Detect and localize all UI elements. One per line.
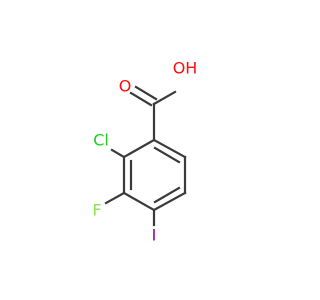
structure-canvas: O OH Cl F I <box>92 58 198 245</box>
atom-iodine: I <box>152 226 157 245</box>
atom-hydroxyl: OH <box>173 59 198 78</box>
bond-c1-c2 <box>122 138 156 159</box>
bond-c3-c4 <box>122 191 156 212</box>
molecule-structure: O OH Cl F I <box>92 59 198 245</box>
bond-c3-f <box>104 191 126 205</box>
bond-c6-c1 <box>152 138 187 159</box>
bond-c2-cl <box>110 148 126 159</box>
bond-carboxyl-oh <box>152 90 177 106</box>
bond-c4-c5 <box>152 191 187 212</box>
bond-carbonyl-double-b <box>134 85 158 101</box>
bond-c6-c1-inner <box>153 146 181 164</box>
bond-c4-c5-inner <box>153 186 181 204</box>
atom-fluorine: F <box>92 201 101 220</box>
atom-oxygen-carbonyl: O <box>119 77 132 96</box>
atom-chlorine: Cl <box>93 131 109 150</box>
bond-carbonyl-double-a <box>129 91 153 107</box>
